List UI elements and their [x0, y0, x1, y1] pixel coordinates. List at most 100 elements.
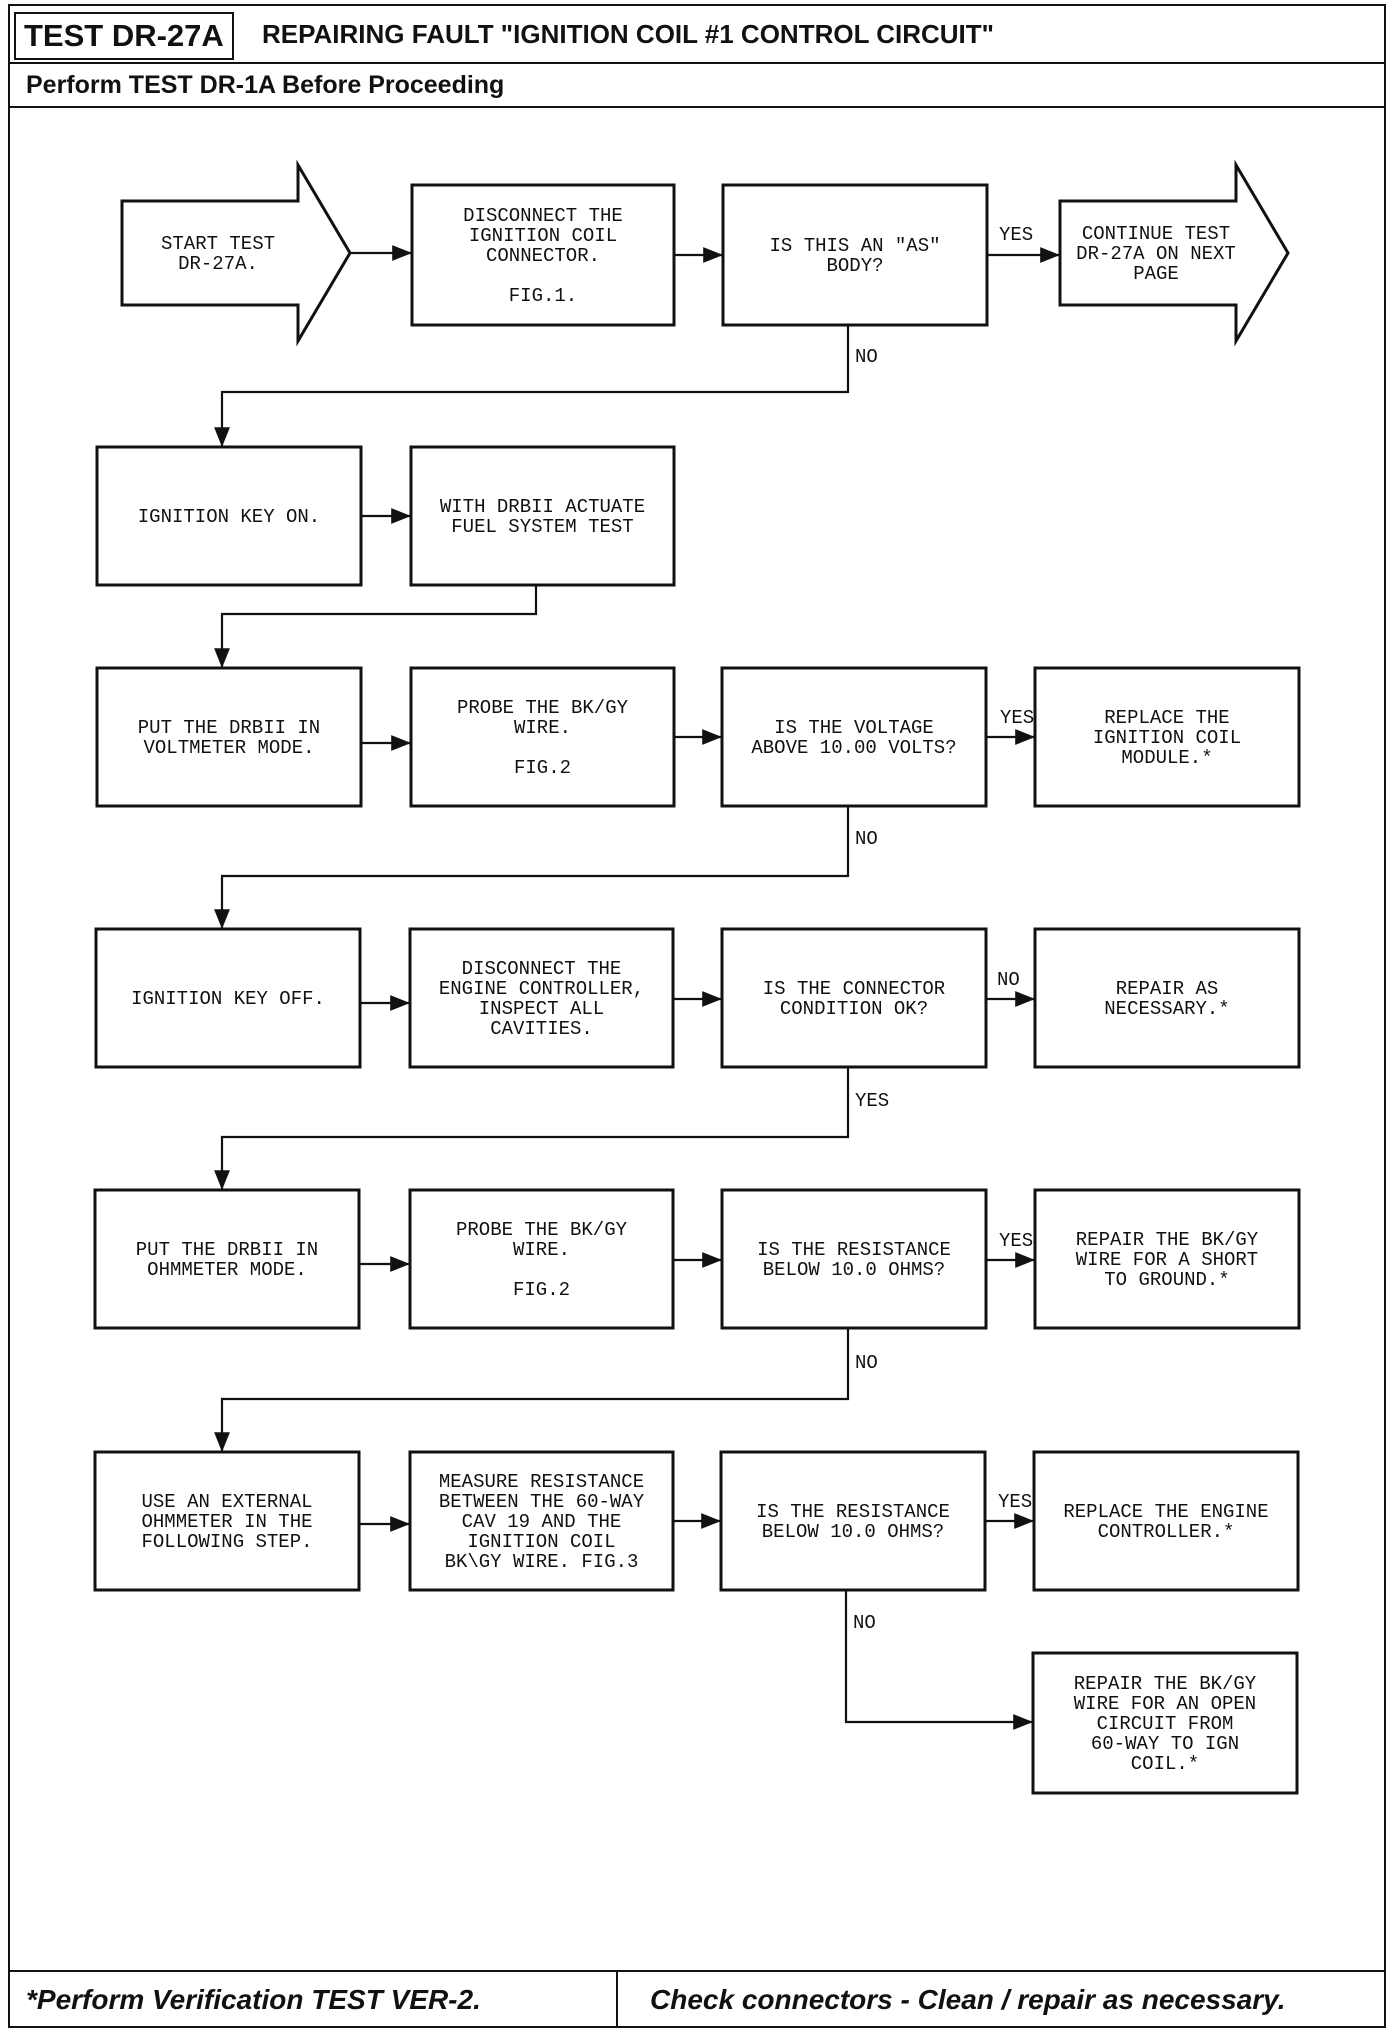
node-text-line: START TEST [161, 233, 275, 255]
node-key-off: IGNITION KEY OFF. [94, 927, 362, 1069]
test-id: TEST DR-27A [14, 12, 234, 60]
node-text-line: CAV 19 AND THE [462, 1511, 622, 1533]
node-text-line: IGNITION COIL [467, 1531, 615, 1553]
node-border [408, 927, 675, 1069]
node-text-line: DR-27A. [178, 253, 258, 275]
node-text-line: USE AN EXTERNAL [141, 1491, 312, 1513]
node-text-line: WITH DRBII ACTUATE [440, 496, 645, 518]
node-text-line: INSPECT ALL [479, 998, 604, 1020]
node-text-line: IS THE RESISTANCE [756, 1501, 950, 1523]
node-text-line: OHMMETER MODE. [147, 1259, 307, 1281]
connector-resist2-repairopen [844, 1590, 1033, 1730]
node-text-line: PROBE THE BK/GY [456, 1219, 628, 1241]
node-text-line: IS THE VOLTAGE [774, 717, 934, 739]
node-text-line: 60-WAY TO IGN [1091, 1733, 1239, 1755]
node-text-line: IGNITION COIL [1093, 727, 1241, 749]
node-as-body: IS THIS AN "AS"BODY? [721, 183, 989, 327]
node-text-line: FIG.2 [514, 757, 571, 779]
node-border [1033, 927, 1301, 1069]
node-text-line: FUEL SYSTEM TEST [451, 516, 633, 538]
node-border [93, 1450, 361, 1592]
node-text-line: OHMMETER IN THE [141, 1511, 312, 1533]
node-text-line: IS THE CONNECTOR [763, 978, 945, 1000]
node-border [93, 1188, 361, 1330]
node-text-line: BELOW 10.0 OHMS? [762, 1521, 944, 1543]
node-text-line: CONDITION OK? [780, 998, 928, 1020]
node-text-line: FIG.2 [513, 1279, 570, 1301]
node-text-line: IGNITION KEY ON. [138, 506, 320, 528]
label-yes: YES [1000, 707, 1034, 729]
node-text-line: FOLLOWING STEP. [141, 1531, 312, 1553]
node-text-line: IS THE RESISTANCE [757, 1239, 951, 1261]
node-text-line: WIRE FOR AN OPEN [1074, 1693, 1256, 1715]
node-border [410, 183, 676, 327]
connector-resist1-external [214, 1328, 850, 1452]
connector-asbody-keyon [214, 325, 850, 447]
node-text-line: PUT THE DRBII IN [138, 717, 320, 739]
label-no: NO [853, 1612, 876, 1634]
node-text-line: PROBE THE BK/GY [457, 697, 629, 719]
node-text-line: WIRE FOR A SHORT [1076, 1249, 1258, 1271]
page-title: REPAIRING FAULT "IGNITION COIL #1 CONTRO… [262, 19, 994, 49]
node-border [94, 927, 362, 1069]
node-text-line: CIRCUIT FROM [1097, 1713, 1234, 1735]
connector-voltage-keyoff [214, 806, 850, 929]
page-footer: *Perform Verification TEST VER-2. Check … [10, 1970, 1384, 2026]
connector-actuate-voltmeter [214, 585, 538, 668]
node-text-line: PAGE [1133, 263, 1179, 285]
node-text-line: REPAIR THE BK/GY [1076, 1229, 1259, 1251]
label-no: NO [855, 828, 878, 850]
node-text-line: PUT THE DRBII IN [136, 1239, 318, 1261]
node-border [1033, 1188, 1301, 1330]
node-border [720, 927, 988, 1069]
node-border [719, 1450, 987, 1592]
node-text-line: VOLTMETER MODE. [143, 737, 314, 759]
footer-verification-note: *Perform Verification TEST VER-2. [26, 1984, 481, 2015]
node-text-line: BELOW 10.0 OHMS? [763, 1259, 945, 1281]
node-text-line: DISCONNECT THE [463, 205, 623, 227]
label-yes: YES [998, 1491, 1032, 1513]
node-text-line: NECESSARY.* [1104, 998, 1229, 1020]
label-yes: YES [999, 1230, 1033, 1252]
node-text-line: CONNECTOR. [486, 245, 600, 267]
node-border [720, 1188, 988, 1330]
footer-divider [616, 1972, 618, 2026]
node-border [1032, 1450, 1300, 1592]
node-text-line: WIRE. [513, 1239, 570, 1261]
node-text-line: DR-27A ON NEXT [1076, 243, 1236, 265]
node-border [95, 666, 363, 808]
node-text-line: MEASURE RESISTANCE [439, 1471, 644, 1493]
node-text-line: IGNITION KEY OFF. [131, 988, 325, 1010]
node-text-line: WIRE. [514, 717, 571, 739]
node-border [408, 1188, 675, 1330]
node-border [95, 445, 363, 587]
node-border [120, 159, 352, 347]
node-text-line: BK\GY WIRE. FIG.3 [445, 1551, 639, 1573]
page-header: TEST DR-27A REPAIRING FAULT "IGNITION CO… [10, 6, 1384, 64]
node-text-line: TO GROUND.* [1104, 1269, 1229, 1291]
node-border [720, 666, 988, 808]
diagnostic-page: TEST DR-27A REPAIRING FAULT "IGNITION CO… [8, 4, 1386, 2028]
node-text-line: ABOVE 10.00 VOLTS? [751, 737, 956, 759]
node-border [409, 666, 676, 808]
connector-connok-ohmmeter [214, 1067, 850, 1190]
